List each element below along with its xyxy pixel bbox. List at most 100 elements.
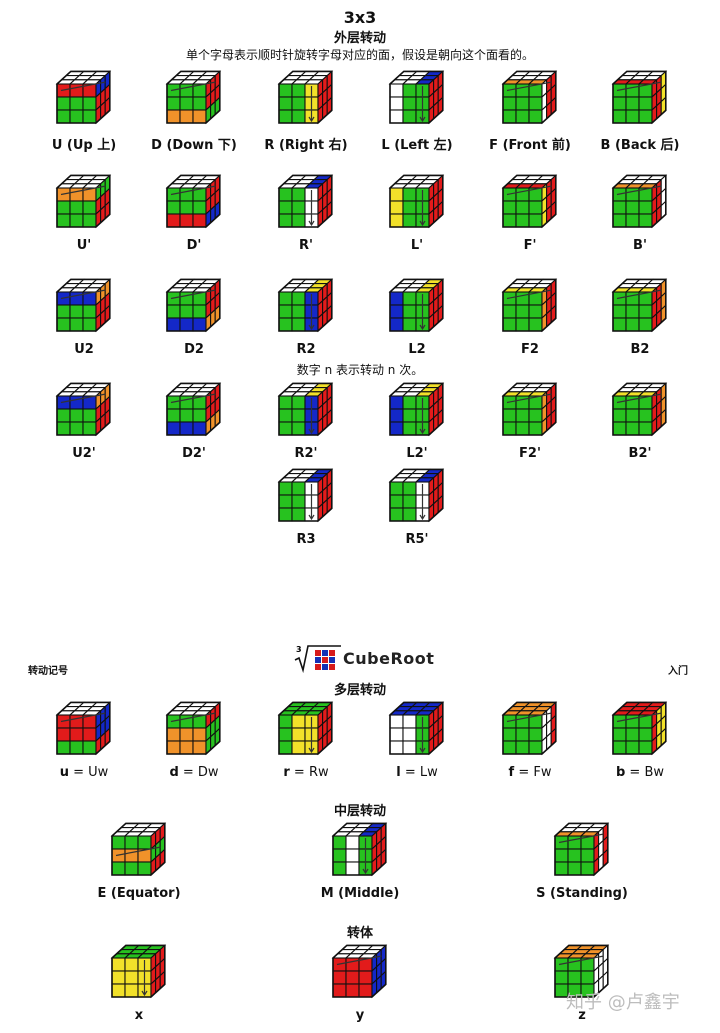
svg-text:3: 3 [296,645,302,654]
cube-icon [388,701,445,756]
move-label: R2 [296,342,316,357]
move-equivalent: = Fw [514,765,552,780]
move-label: R3 [296,532,316,547]
move-diagram [277,468,335,530]
cube-icon [165,701,222,756]
move-label: u = Uw [60,765,109,780]
move-diagram [501,70,559,132]
move-diagram [501,174,559,236]
move-label: R' [299,238,313,253]
move-diagram [611,382,669,444]
move-label: M (Middle) [320,886,400,901]
move-key: b [615,765,626,780]
move-label: U (Up 上) [51,138,117,153]
numeric-note: 数字 n 表示转动 n 次。 [296,363,424,377]
cube-icon [277,278,334,333]
cube-icon [277,382,334,437]
move-diagram [388,278,446,340]
move-diagram [165,382,223,444]
cube-icon [501,174,558,229]
cube-icon [277,70,334,125]
cube-icon [553,944,610,999]
move-label: R2' [294,446,318,461]
move-diagram [55,382,113,444]
move-diagram [611,278,669,340]
move-diagram [388,70,446,132]
cube-icon [611,174,668,229]
section-heading-outer: 外层转动 [333,31,387,46]
cube-icon [165,278,222,333]
move-label: y [355,1008,365,1023]
move-diagram [388,701,446,763]
move-diagram [55,174,113,236]
move-label: F (Front 前) [489,138,571,153]
cube-icon [55,174,112,229]
cube-icon [165,174,222,229]
move-label: f = Fw [509,765,552,780]
cube-icon [55,278,112,333]
cube-icon [388,382,445,437]
section-heading-middle: 中层转动 [333,804,387,819]
move-diagram [165,174,223,236]
move-diagram [611,70,669,132]
cube-icon [331,944,388,999]
move-label: D2 [184,342,204,357]
move-label: L (Left 左) [381,138,453,153]
move-diagram [55,70,113,132]
section-heading-wide: 多层转动 [333,683,387,698]
cube-icon [110,822,167,877]
move-label: l = Lw [396,765,438,780]
cube-icon [388,468,445,523]
cube-icon [611,70,668,125]
cube-icon [331,822,388,877]
move-diagram [611,701,669,763]
cube-icon [388,174,445,229]
move-diagram [165,70,223,132]
move-equivalent: = Lw [400,765,438,780]
cube-icon [611,701,668,756]
move-diagram [277,174,335,236]
cube-icon [277,468,334,523]
cube-icon [501,382,558,437]
cube-icon [501,278,558,333]
cube-icon [277,174,334,229]
move-key: r [283,765,290,780]
move-diagram [501,278,559,340]
move-label: z [578,1008,586,1023]
move-label: B' [633,238,647,253]
move-label: F' [523,238,537,253]
move-label: d = Dw [169,765,218,780]
move-label: U2' [72,446,96,461]
cuberoot-logo-icon: 3 [294,645,341,674]
cube-icon [388,278,445,333]
cube-icon [277,701,334,756]
move-equivalent: = Bw [625,765,665,780]
move-diagram [501,701,559,763]
move-label: L2' [406,446,428,461]
section-heading-rotation: 转体 [346,926,374,941]
watermark-text: 知乎 @卢鑫宇 [566,992,680,1013]
move-key: f [508,765,515,780]
move-diagram [55,278,113,340]
move-label: B2' [628,446,652,461]
move-diagram [553,944,611,1006]
cube-icon [55,70,112,125]
logo-text: CubeRoot [343,649,435,668]
move-label: r = Rw [283,765,328,780]
move-label: U' [76,238,92,253]
move-diagram [55,701,113,763]
page-title: 3x3 [343,8,377,27]
cube-icon [55,701,112,756]
move-label: D (Down 下) [151,138,237,153]
move-label: F2 [521,342,539,357]
cube-icon [611,382,668,437]
cube-icon [165,382,222,437]
move-diagram [277,70,335,132]
move-label: R (Right 右) [264,138,348,153]
move-key: d [169,765,179,780]
move-diagram [165,278,223,340]
move-diagram [165,701,223,763]
move-diagram [388,468,446,530]
move-diagram [277,382,335,444]
move-label: D' [186,238,202,253]
